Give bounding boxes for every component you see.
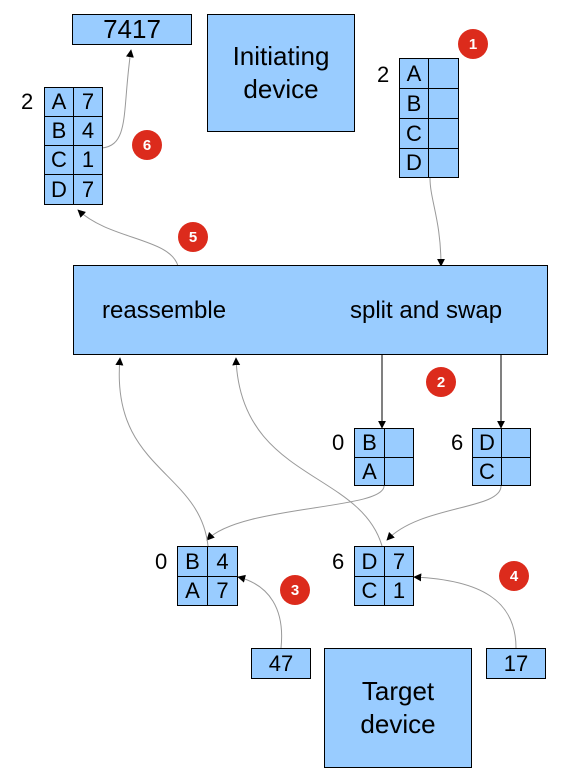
output-cell-value: 1 [73, 145, 103, 175]
arrow-input-to-split [429, 177, 445, 267]
resp-right-cell-key: D [354, 546, 385, 577]
step-badge-1: 1 [458, 29, 488, 59]
split-right-cell-key: C [472, 457, 502, 486]
arrow-47-to-respleft [237, 574, 283, 649]
output-cell-value: 4 [73, 116, 103, 146]
resp-right-cell-value: 1 [384, 576, 414, 606]
resp-left-cell-value: 7 [207, 576, 238, 606]
resp-left-cell-key: A [177, 576, 208, 606]
target-value-right-box: 17 [486, 648, 546, 679]
output-cell-value: 7 [73, 87, 103, 117]
output-cell-key: C [44, 145, 74, 175]
output-cell-key: D [44, 174, 74, 205]
target-value-left: 47 [268, 650, 294, 676]
split-right-cell-value [501, 457, 531, 486]
resp-left-prefix: 0 [155, 549, 168, 574]
target-value-left-box: 47 [251, 648, 311, 679]
target-device-line1: Target [361, 676, 435, 706]
step-badge-5: 5 [178, 222, 208, 252]
arrow-reassemble-to-output [77, 209, 179, 267]
arrow-respleft-to-reassemble [115, 357, 209, 547]
process-box: reassemble split and swap [73, 265, 548, 355]
split-left-cell-key: A [354, 457, 385, 486]
input-cell-key: B [399, 88, 429, 119]
result-value: 7417 [103, 14, 161, 44]
target-device-box: Target device [324, 648, 472, 768]
input-cell-key: C [399, 118, 429, 149]
split-left-cell-value [384, 457, 414, 486]
split-right-prefix: 6 [451, 430, 464, 455]
arrow-splitright-to-respright [386, 485, 502, 541]
resp-left-cell-key: B [177, 546, 208, 577]
input-cell-value [428, 88, 459, 119]
split-left-cell-key: B [354, 428, 385, 458]
input-cell-value [428, 148, 459, 178]
initiating-device-line2: device [243, 74, 319, 104]
step-badge-2: 2 [426, 367, 456, 397]
split-swap-label: split and swap [350, 297, 503, 324]
resp-right-prefix: 6 [332, 549, 345, 574]
step-badge-3: 3 [280, 575, 310, 605]
split-left-cell-value [384, 428, 414, 458]
resp-right-cell-value: 7 [384, 546, 414, 577]
arrow-output-to-result [101, 49, 134, 149]
arrow-17-to-respright [413, 573, 517, 649]
output-cell-key: B [44, 116, 74, 146]
input-cell-key: A [399, 58, 429, 89]
initiating-device-box: Initiating device [207, 14, 355, 132]
arrow-splitleft-to-respleft [206, 485, 385, 541]
output-cell-key: A [44, 87, 74, 117]
reassemble-label: reassemble [102, 297, 227, 324]
input-table-prefix: 2 [377, 62, 390, 87]
input-cell-key: D [399, 148, 429, 178]
resp-right-cell-key: C [354, 576, 385, 606]
initiating-device-line1: Initiating [232, 41, 330, 71]
step-badge-6: 6 [132, 130, 162, 160]
input-cell-value [428, 58, 459, 89]
resp-left-cell-value: 4 [207, 546, 238, 577]
split-right-cell-key: D [472, 428, 502, 458]
split-right-cell-value [501, 428, 531, 458]
input-cell-value [428, 118, 459, 149]
output-cell-value: 7 [73, 174, 103, 205]
step-badge-4: 4 [499, 561, 529, 591]
result-value-box: 7417 [72, 14, 192, 45]
target-device-line2: device [360, 709, 436, 739]
output-table-prefix: 2 [21, 89, 34, 114]
target-value-right: 17 [503, 650, 529, 676]
split-left-prefix: 0 [332, 430, 345, 455]
